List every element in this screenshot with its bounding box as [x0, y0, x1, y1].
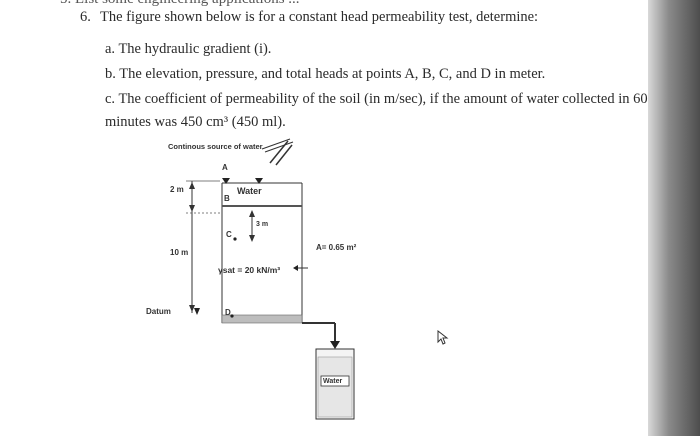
- dim-2m: 2 m: [170, 185, 184, 194]
- datum-label: Datum: [146, 307, 171, 316]
- dim-3m: 3 m: [256, 221, 269, 228]
- permeability-test-figure: Continous source of water A Water B 2 m …: [140, 135, 400, 435]
- part-b-text: The elevation, pressure, and total heads…: [119, 66, 546, 82]
- question-stem: The figure shown below is for a constant…: [100, 9, 539, 25]
- part-c-continued-text: minutes was 450 cm³ (450 ml).: [105, 114, 286, 130]
- water-level-marker: [255, 178, 263, 184]
- mouse-cursor-icon: [437, 330, 449, 345]
- cut-off-header: 5. List some engineering applications ..…: [60, 0, 300, 8]
- part-a: a. The hydraulic gradient (i).: [105, 41, 271, 58]
- collected-water-label: Water: [323, 378, 343, 385]
- part-c-continued: minutes was 450 cm³ (450 ml).: [105, 114, 286, 131]
- dim-10m: 10 m: [170, 248, 189, 257]
- figure-drawing: [186, 138, 355, 420]
- question-number: 6.: [80, 9, 91, 25]
- part-c-text: The coefficient of permeability of the s…: [118, 91, 648, 107]
- point-b-label: B: [224, 194, 230, 203]
- part-a-text: The hydraulic gradient (i).: [118, 41, 272, 57]
- part-b: b. The elevation, pressure, and total he…: [105, 66, 545, 83]
- part-a-label: a.: [105, 41, 116, 57]
- point-d-label: D: [225, 308, 231, 317]
- point-a-label: A: [222, 163, 228, 172]
- part-c: c. The coefficient of permeability of th…: [105, 91, 648, 108]
- source-label: Continous source of water: [168, 142, 263, 151]
- page-edge-shadow: [648, 0, 700, 436]
- part-b-label: b.: [105, 66, 116, 82]
- part-c-label: c.: [105, 91, 116, 107]
- water-label: Water: [237, 186, 262, 196]
- water-level-marker: [222, 178, 230, 184]
- area-label: A= 0.65 m²: [316, 243, 357, 252]
- point-c-label: C: [226, 230, 232, 239]
- gamma-sat-label: γsat = 20 kN/m³: [218, 265, 281, 275]
